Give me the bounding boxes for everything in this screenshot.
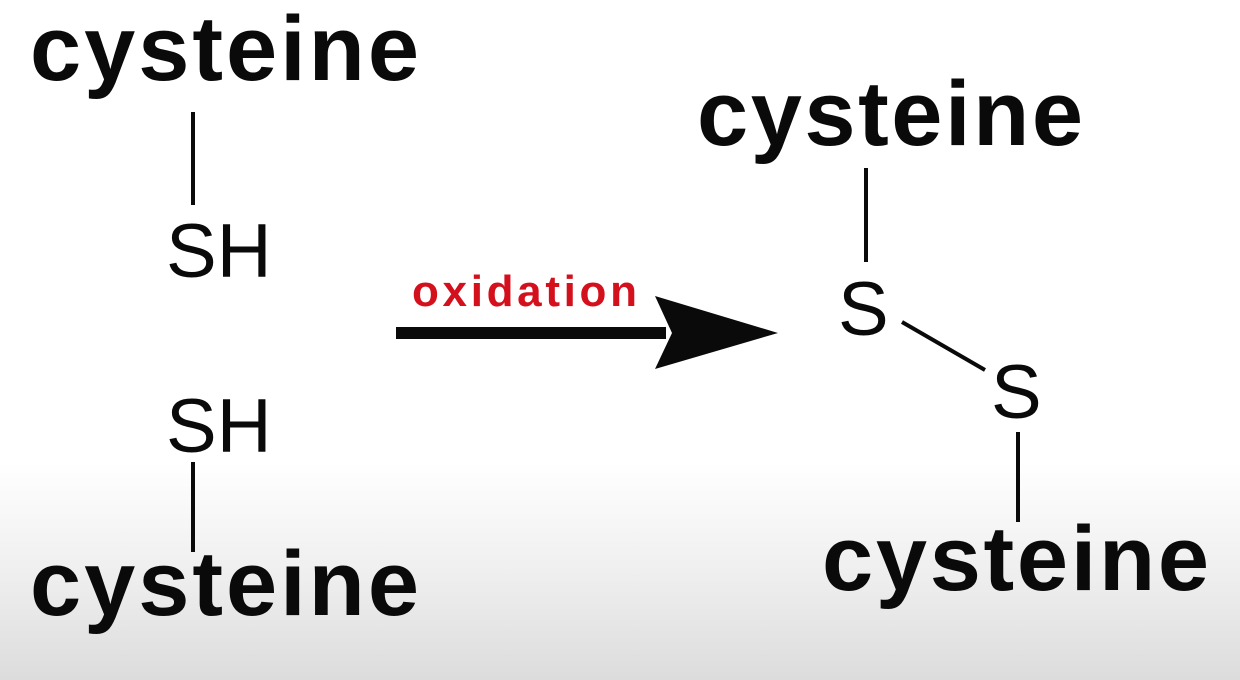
disulfide-bond xyxy=(900,320,987,372)
reactant-top-sh: SH xyxy=(166,209,272,294)
reactant-bottom-cysteine: cysteine xyxy=(30,533,418,635)
product-sulfur-1: S xyxy=(838,267,889,352)
reactant-bottom-sh: SH xyxy=(166,384,272,469)
product-top-cysteine: cysteine xyxy=(697,63,1082,165)
product-sulfur-2: S xyxy=(991,350,1042,435)
reaction-arrow-icon xyxy=(396,296,778,369)
oxidation-label: oxidation xyxy=(412,267,637,316)
reactant-top-cysteine: cysteine xyxy=(30,0,418,100)
product-bottom-cysteine: cysteine xyxy=(822,508,1208,610)
